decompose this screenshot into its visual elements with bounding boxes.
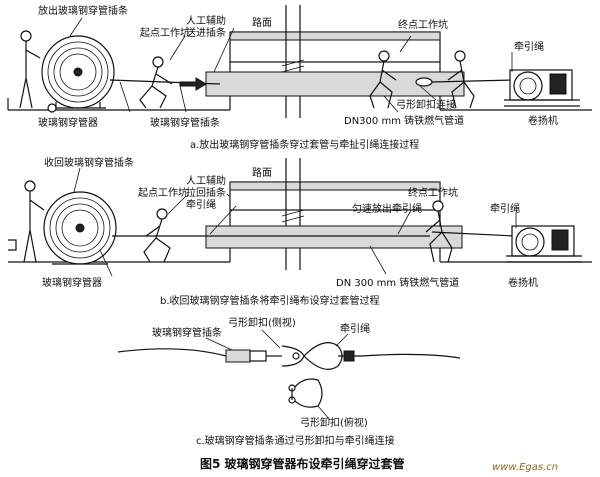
label-release: 放出玻璃钢穿管插条 [38, 4, 128, 17]
shackle-side-icon [281, 345, 305, 367]
worker-icon [19, 30, 41, 109]
label-assist2: 拉回插条、 [186, 186, 236, 199]
watermark: www.Egas.cn [492, 462, 558, 473]
worker-icon [425, 200, 453, 263]
pipe-b [205, 225, 463, 249]
label-assist3: 牵引绳 [186, 198, 216, 211]
label-shackle: 弓形卸扣连接 [396, 98, 456, 111]
label-rod: 玻璃钢穿管插条 [150, 116, 220, 129]
label-rope-c: 牵引绳 [340, 322, 370, 335]
label-start-pit: 起点工作坑 [138, 186, 188, 199]
label-release-rope: 匀速放出牵引绳 [352, 202, 422, 215]
rope-loop-icon [303, 342, 461, 370]
winch-icon [506, 225, 582, 263]
rod-end-icon [225, 349, 251, 363]
panel-a-labels: 放出玻璃钢穿管插条 起点工作坑 人工辅助 送进插条 路面 终点工作坑 牵引绳 弓… [38, 4, 558, 151]
panel-b [8, 158, 592, 277]
shackle-top-icon [288, 378, 323, 408]
label-pipe: DN 300 mm 铸铁燃气管道 [336, 276, 459, 289]
caption-c: c.玻璃钢穿管插条通过弓形卸扣与牵引绳连接 [196, 434, 395, 447]
shackle-icon [415, 77, 433, 87]
label-end-pit: 终点工作坑 [398, 18, 448, 31]
label-winch: 卷扬机 [508, 276, 538, 289]
winch-icon [504, 69, 580, 107]
panel-b-labels: 收回玻璃钢穿管插条 起点工作坑 人工辅助 拉回插条、 牵引绳 路面 终点工作坑 … [42, 156, 538, 307]
label-road: 路面 [252, 166, 272, 179]
label-recover: 收回玻璃钢穿管插条 [44, 156, 134, 169]
label-reel: 玻璃钢穿管器 [38, 116, 98, 129]
reel-icon [41, 35, 115, 113]
worker-icon [23, 180, 45, 263]
break-lines-b [285, 158, 301, 270]
label-pipe: DN300 mm 铸铁燃气管道 [344, 114, 464, 127]
label-rod-c: 玻璃钢穿管插条 [152, 326, 222, 339]
figure-title: 图5 玻璃钢穿管器布设牵引绳穿过套管 [200, 456, 405, 471]
label-winch: 卷扬机 [528, 114, 558, 127]
rope-line-a [431, 79, 515, 83]
worker-icon [143, 208, 171, 263]
panel-a [7, 5, 592, 118]
panel-c-labels: 玻璃钢穿管插条 弓形卸扣(侧视) 牵引绳 弓形卸扣(俯视) c.玻璃钢穿管插条通… [152, 316, 395, 447]
label-shackle-top: 弓形卸扣(俯视) [300, 416, 368, 429]
label-road: 路面 [252, 16, 272, 29]
caption-b: b.收回玻璃钢穿管插条将牵引绳布设穿过套管过程 [160, 294, 380, 307]
panel-c [117, 329, 461, 421]
label-rope: 牵引绳 [514, 40, 544, 53]
label-assist2: 送进插条 [186, 26, 226, 39]
label-start-pit: 起点工作坑 [140, 26, 190, 39]
label-shackle-side: 弓形卸扣(侧视) [228, 316, 296, 329]
worker-icon [447, 50, 475, 109]
label-assist: 人工辅助 [186, 14, 226, 27]
label-reel: 玻璃钢穿管器 [42, 276, 102, 289]
label-end-pit: 终点工作坑 [408, 186, 458, 199]
reel-icon [43, 191, 117, 265]
rod-line-c [117, 348, 227, 357]
worker-icon [369, 50, 397, 109]
arrow-icon [179, 77, 207, 91]
label-assist: 人工辅助 [186, 174, 226, 187]
caption-a: a.放出玻璃钢穿管插条穿过套管与牵扯引绳连接过程 [190, 138, 419, 151]
label-rope: 牵引绳 [490, 202, 520, 215]
